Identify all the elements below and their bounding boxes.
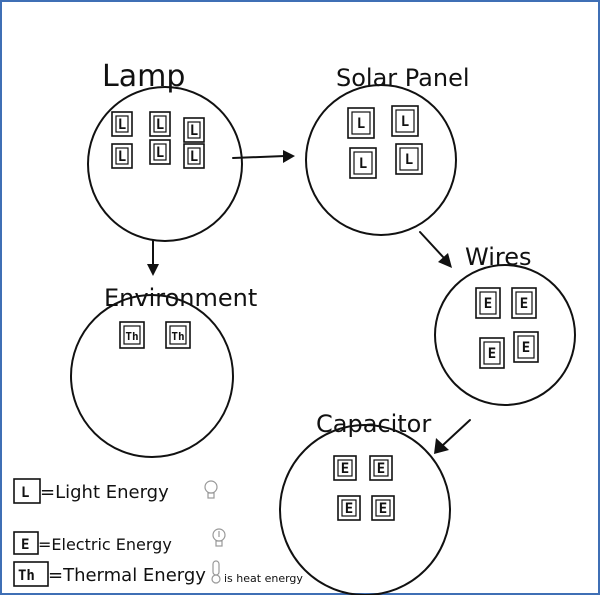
legend-light-energy: L =Light Energy: [13, 478, 218, 504]
badge-letter: E: [488, 346, 496, 362]
arrowhead: [434, 438, 449, 454]
legend: L =Light Energy E =Electric Energy Th =T…: [13, 478, 303, 587]
badge-letter: L: [405, 152, 413, 168]
capacitor-energy-badge: E: [369, 455, 393, 481]
solar-panel-circle: [305, 84, 457, 236]
solar-energy-badge: L: [395, 143, 423, 175]
legend-badge-electric: E: [21, 537, 29, 553]
wires-energy-badges: E E E E: [475, 287, 539, 369]
legend-thermal-energy: Th =Thermal Energy is heat energy: [13, 560, 303, 587]
badge-letter: L: [357, 116, 365, 132]
lamp-energy-badge: L: [183, 117, 205, 143]
wires-energy-badge: E: [513, 331, 539, 363]
lightbulb-icon: [204, 480, 218, 499]
badge-letter: E: [341, 461, 349, 477]
capacitor-circle: [279, 424, 451, 595]
capacitor-title: Capacitor: [316, 410, 431, 438]
wires-energy-badge: E: [479, 337, 505, 369]
lamp-energy-badge: L: [111, 111, 133, 137]
arrowhead: [438, 253, 452, 268]
badge-letter: E: [377, 461, 385, 477]
badge-letter: Th: [125, 330, 138, 343]
capacitor-energy-badge: E: [371, 495, 395, 521]
solar-energy-badge: L: [391, 105, 419, 137]
lamp-title: Lamp: [102, 59, 185, 94]
wires-energy-badge: E: [475, 287, 501, 319]
badge-letter: E: [379, 501, 387, 517]
thermometer-icon: [211, 560, 221, 584]
badge-letter: L: [156, 117, 164, 133]
capacitor-energy-badges: E E E E: [333, 455, 395, 521]
badge-letter: E: [522, 340, 530, 356]
lamp-energy-badge: L: [149, 139, 171, 165]
capacitor-energy-badge: E: [333, 455, 357, 481]
badge-letter: E: [484, 296, 492, 312]
arrowhead: [147, 264, 159, 276]
badge-letter: L: [401, 114, 409, 130]
legend-badge-thermal: Th: [18, 568, 35, 584]
environment-title: Environment: [104, 284, 257, 312]
badge-letter: Th: [171, 330, 184, 343]
solar-energy-badge: L: [347, 107, 375, 139]
legend-electric-energy: E =Electric Energy: [13, 528, 226, 555]
wires-energy-badge: E: [511, 287, 537, 319]
lamp-energy-badge: L: [183, 143, 205, 169]
arrow-lamp-to-solar-panel: [232, 150, 295, 163]
environment-circle: [70, 294, 234, 458]
lamp-circle: [87, 86, 243, 242]
environment-energy-badges: Th Th: [119, 321, 191, 349]
arrow-solar-panel-to-wires: [419, 231, 452, 268]
solar-panel-energy-badges: L L L L: [347, 105, 423, 179]
arrow-lamp-to-environment: [147, 239, 159, 276]
arrow-wires-to-capacitor: [434, 419, 471, 454]
badge-letter: E: [520, 296, 528, 312]
badge-letter: L: [359, 156, 367, 172]
legend-badge-light: L: [21, 485, 29, 501]
solar-energy-badge: L: [349, 147, 377, 179]
badge-letter: L: [190, 149, 198, 165]
lamp-energy-badge: L: [111, 143, 133, 169]
wires-circle: [434, 264, 576, 406]
wires-title: Wires: [465, 243, 531, 271]
legend-text-thermal: =Thermal Energy: [48, 565, 206, 586]
environment-energy-badge: Th: [119, 321, 145, 349]
badge-letter: E: [345, 501, 353, 517]
badge-letter: L: [190, 123, 198, 139]
capacitor-energy-badge: E: [337, 495, 361, 521]
environment-energy-badge: Th: [165, 321, 191, 349]
arrowhead: [283, 150, 295, 163]
legend-text-light: =Light Energy: [40, 482, 169, 503]
badge-letter: L: [118, 149, 126, 165]
lamp-energy-badge: L: [149, 111, 171, 137]
legend-thermal-note: is heat energy: [224, 572, 303, 585]
solar-panel-title: Solar Panel: [336, 64, 470, 92]
legend-text-electric: =Electric Energy: [38, 535, 172, 554]
lightbulb-icon: [212, 528, 226, 547]
badge-letter: L: [156, 145, 164, 161]
badge-letter: L: [118, 117, 126, 133]
